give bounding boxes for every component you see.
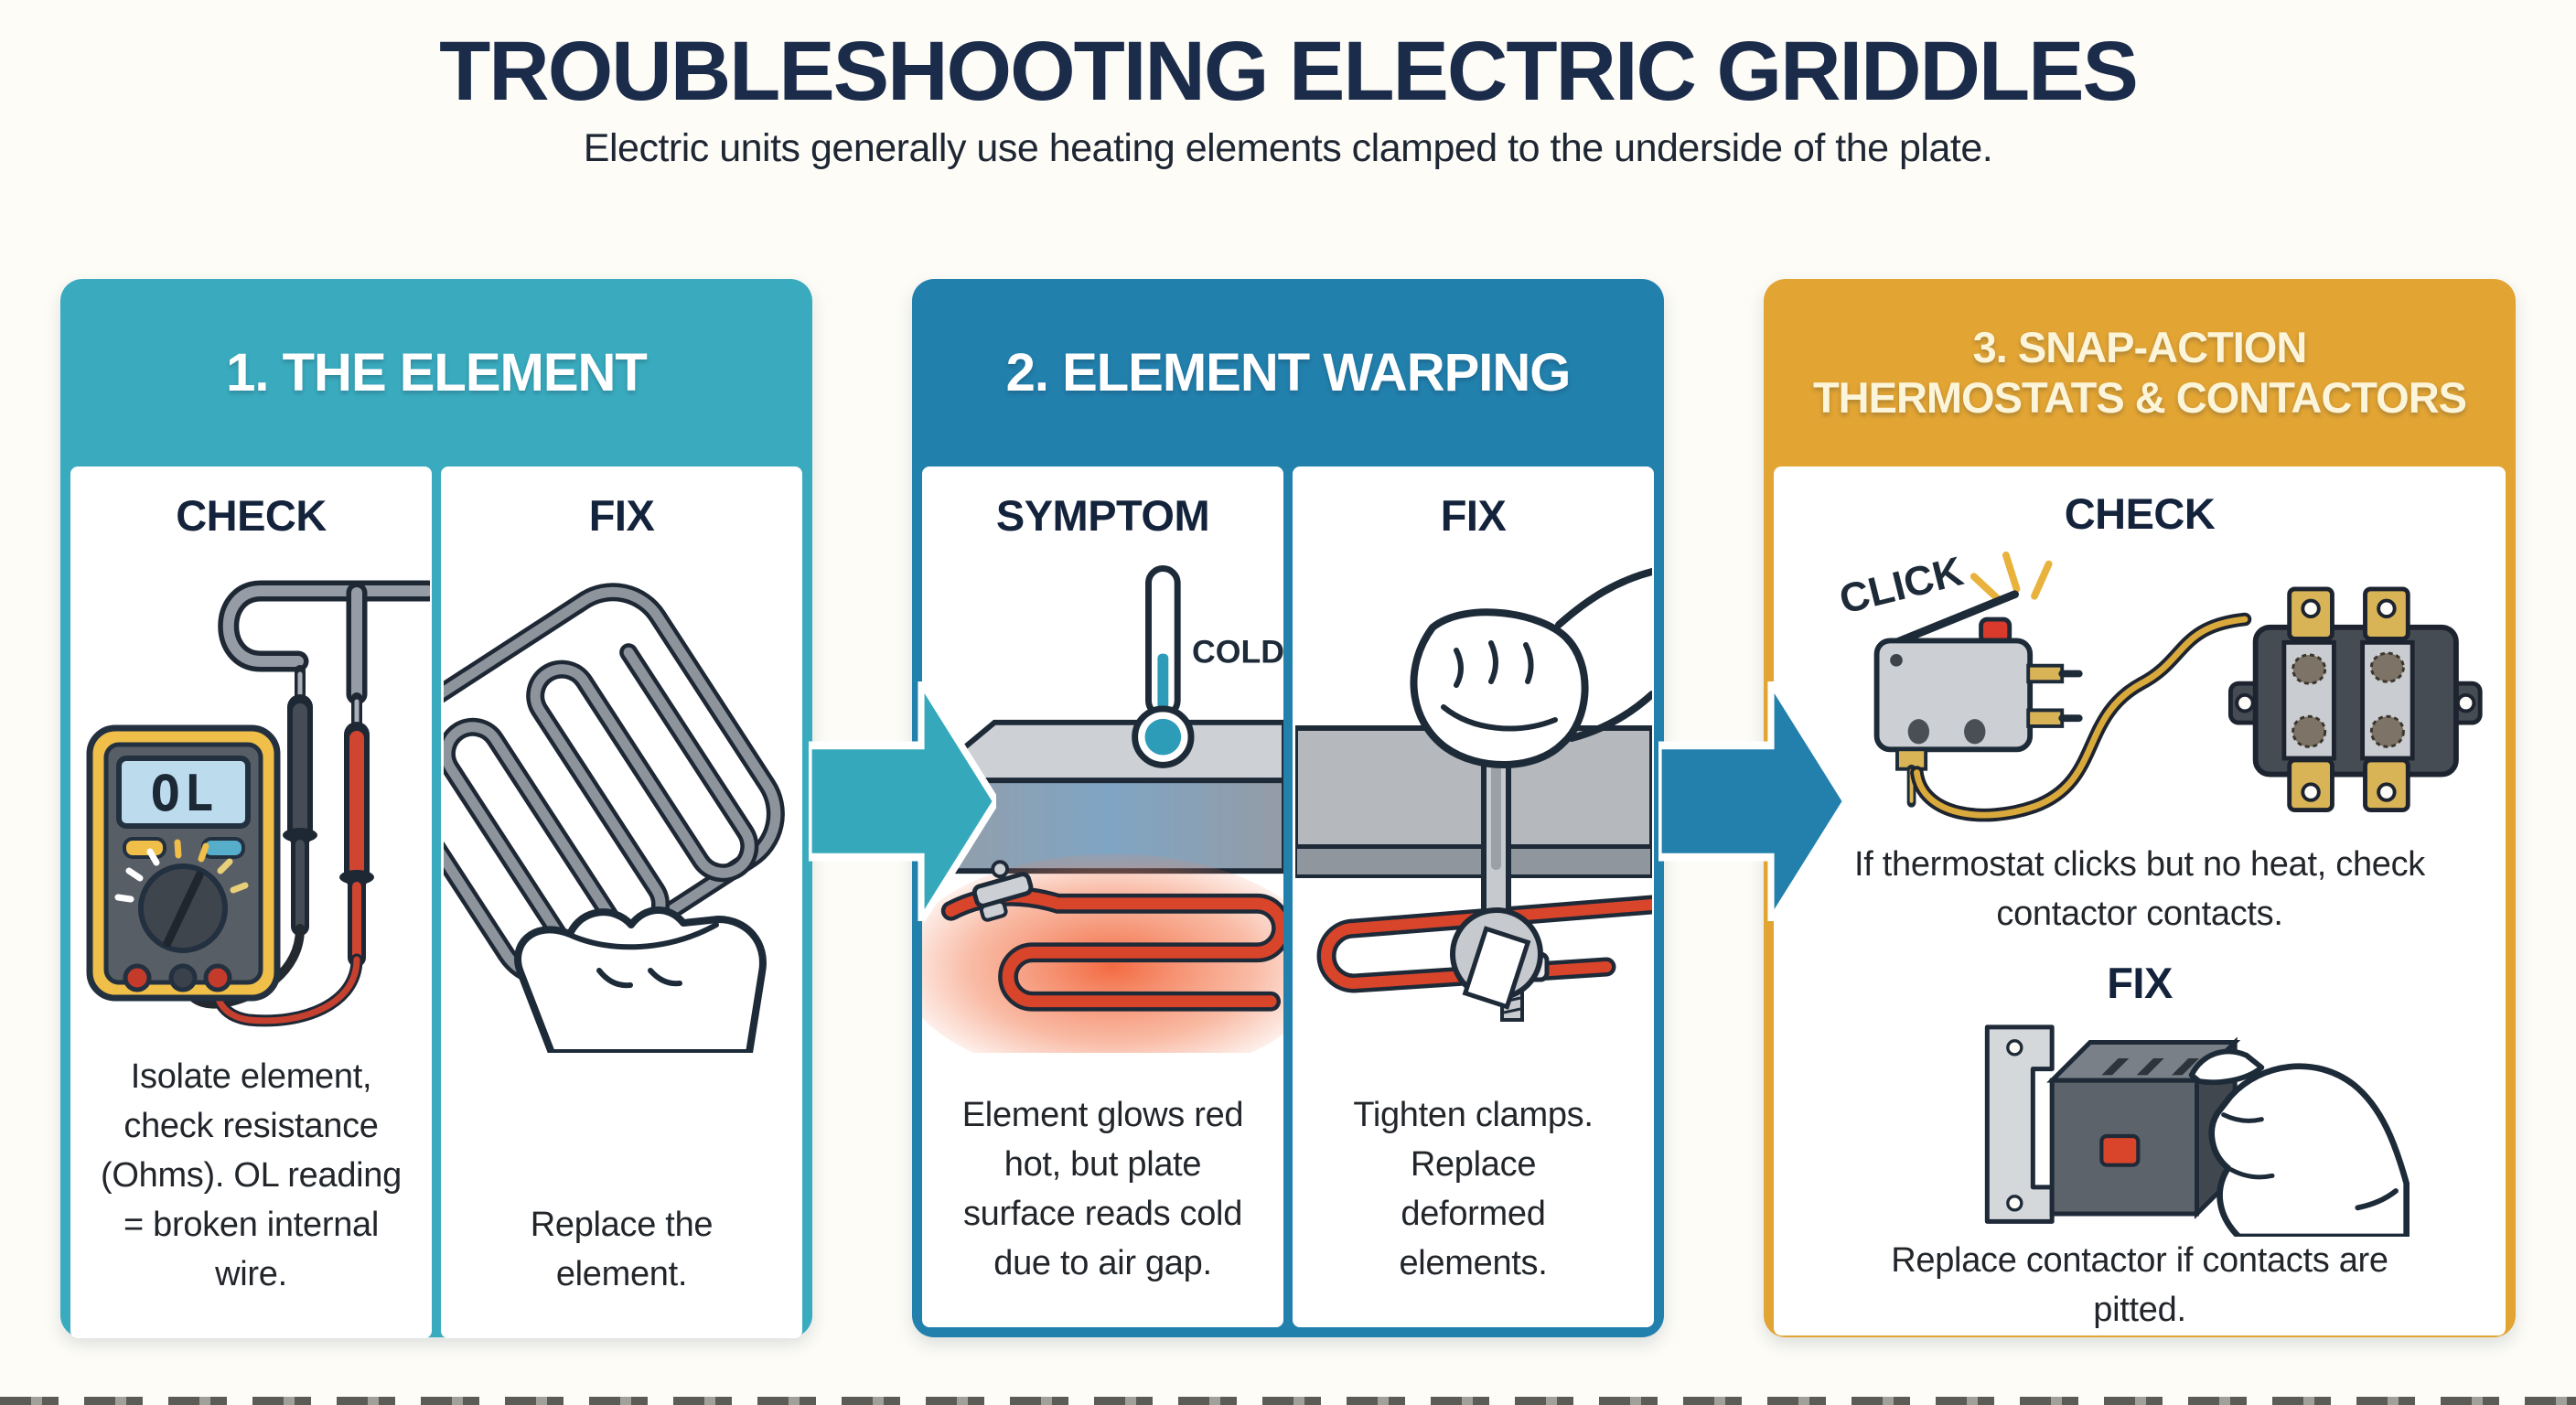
panel-2-body: SYMPTOM — [922, 467, 1654, 1327]
fix-heading: FIX — [2107, 958, 2173, 1007]
panel-1-check-column: CHECK — [70, 467, 432, 1338]
contactor-hand-icon — [1984, 1024, 2410, 1237]
fix-caption: Tighten clamps. Replace deformed element… — [1353, 1096, 1594, 1283]
hand-icon — [1410, 568, 1652, 768]
check-caption: Isolate element, check resistance (Ohms)… — [101, 1057, 402, 1293]
hand-icon — [2188, 1048, 2410, 1237]
multimeter-body: OL — [86, 724, 280, 1002]
mount-bracket-icon — [1984, 1024, 2055, 1224]
panel-3-body: CHECK CLICK — [1774, 467, 2506, 1335]
panel-3-title-line-1: 3. SNAP-ACTION — [1972, 322, 2308, 371]
click-label: CLICK — [1835, 548, 1968, 623]
clamp-icon — [971, 860, 1033, 922]
check-heading: CHECK — [2064, 489, 2216, 538]
panel-the-element: 1. THE ELEMENT CHECK — [60, 279, 812, 1338]
contactor-box-icon — [2046, 1036, 2241, 1219]
symptom-heading: SYMPTOM — [995, 491, 1210, 540]
fix-heading: FIX — [1440, 491, 1507, 540]
hand-icon — [513, 906, 767, 1053]
panel-1-title: 1. THE ELEMENT — [226, 343, 648, 402]
panel-1-fix-column: FIX — [441, 467, 802, 1338]
panel-2-title: 2. ELEMENT WARPING — [1005, 343, 1572, 402]
panel-element-warping: 2. ELEMENT WARPING SYMPTOM — [912, 279, 1664, 1337]
panel-thermostats-contactors: 3. SNAP-ACTION THERMOSTATS & CONTACTORS … — [1764, 279, 2516, 1337]
cold-plate-hot-element-icon: COLD — [922, 565, 1283, 1053]
multimeter-ol-test-illustration: OL — [73, 541, 430, 1053]
element-tube — [1316, 895, 1652, 993]
check-caption: If thermostat clicks but no heat, check … — [1853, 845, 2426, 933]
multimeter-icon: OL — [86, 580, 430, 1027]
glowing-element-icon — [940, 885, 1283, 1012]
check-heading: CHECK — [176, 491, 327, 540]
page-title: TROUBLESHOOTING ELECTRIC GRIDDLES — [439, 25, 2139, 118]
heating-element-hand-icon — [443, 583, 785, 1053]
fix-heading: FIX — [588, 491, 655, 540]
panel-2-fix-column: FIX — [1293, 467, 1654, 1327]
snap-thermostat-icon — [1873, 590, 2083, 808]
replace-contactor-illustration — [1856, 1008, 2423, 1237]
panel-2-symptom-column: SYMPTOM — [922, 467, 1283, 1327]
panel-3-header: 3. SNAP-ACTION THERMOSTATS & CONTACTORS — [1764, 279, 2516, 467]
fix-caption: Replace contactor if contacts are pitted… — [1891, 1240, 2388, 1329]
wrench-clamp-illustration — [1294, 541, 1652, 1053]
panel-3-content: CHECK CLICK — [1774, 467, 2506, 1335]
contactor-contacts-icon — [2227, 586, 2483, 812]
panel-1-header: 1. THE ELEMENT — [60, 279, 812, 467]
red-probe-icon — [210, 692, 374, 1027]
replace-element-illustration — [443, 541, 800, 1053]
cold-label: COLD — [1192, 633, 1283, 670]
fix-caption: Replace the element. — [530, 1205, 714, 1293]
arrow-step2-to-step3-icon — [1658, 681, 1846, 921]
bottom-edge-strip — [0, 1397, 2576, 1405]
pitted-contacts — [2292, 651, 2405, 748]
thermostat-contactor-illustration: CLICK — [1792, 539, 2487, 841]
wire-icon — [1910, 612, 2252, 822]
panel-3-title-line-2: THERMOSTATS & CONTACTORS — [1812, 372, 2467, 422]
arrow-step1-to-step2-icon — [809, 681, 996, 921]
page-subtitle: Electric units generally use heating ele… — [583, 126, 1993, 170]
click-burst-icon — [1970, 551, 2053, 604]
panel-2-header: 2. ELEMENT WARPING — [912, 279, 1664, 467]
symptom-caption: Element glows red hot, but plate surface… — [961, 1096, 1244, 1283]
meter-display-value: OL — [150, 765, 217, 822]
panel-1-body: CHECK — [70, 467, 802, 1338]
thermostat-contactor-icon: CLICK — [1835, 548, 2483, 822]
thermometer-icon — [1131, 565, 1194, 768]
wrench-hand-icon — [1294, 568, 1652, 1022]
wrench-icon — [1449, 646, 1543, 1010]
cold-plate-illustration: COLD — [922, 541, 1283, 1053]
